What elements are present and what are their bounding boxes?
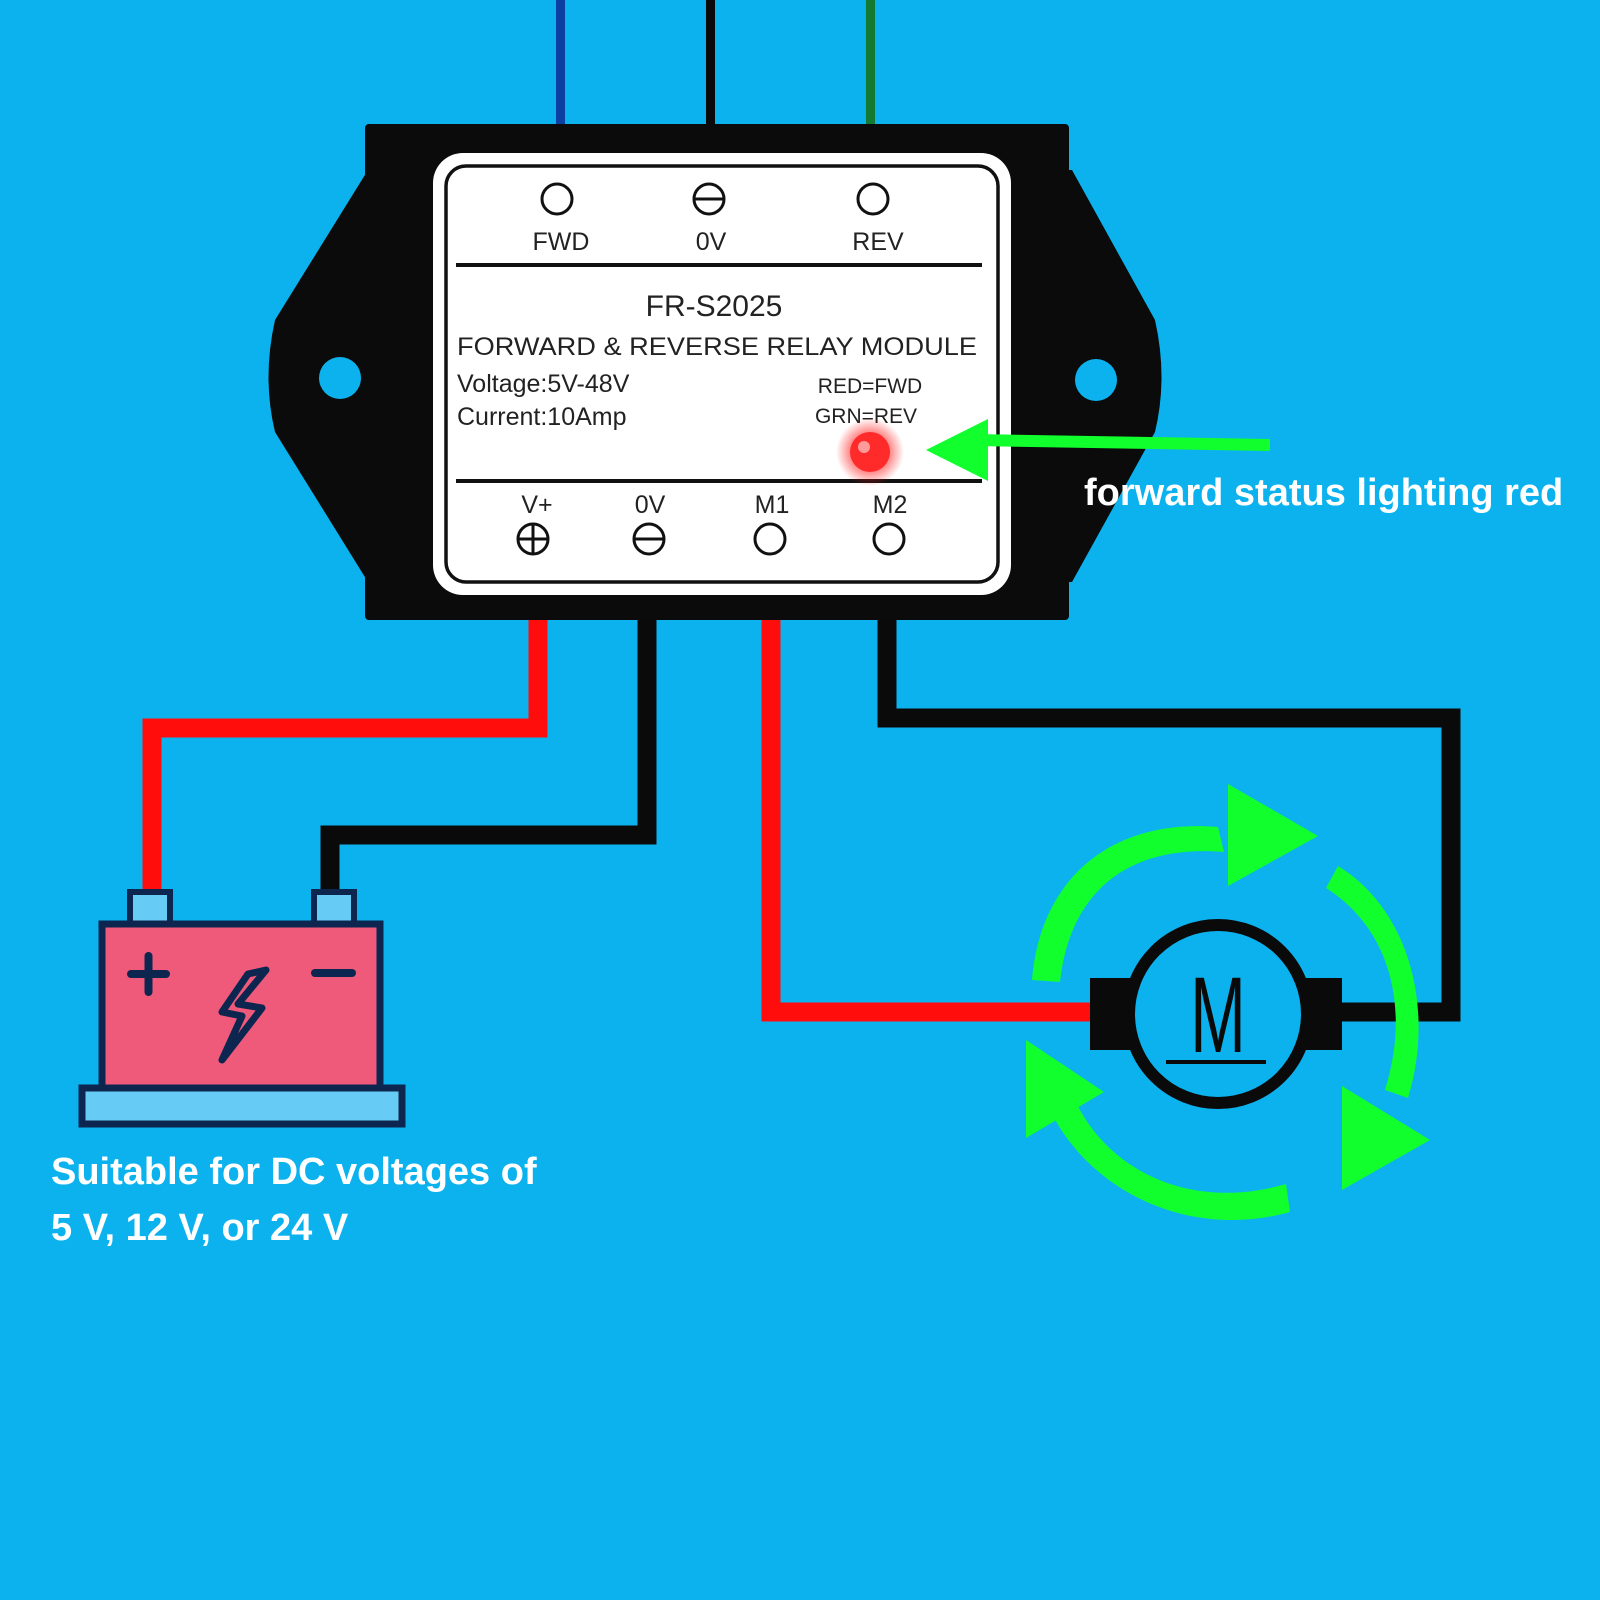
mounting-hole-right <box>1075 359 1117 401</box>
battery-caption-line-2: 5 V, 12 V, or 24 V <box>51 1207 349 1249</box>
rotation-arrow-bottom <box>1026 1040 1290 1221</box>
motor-m1-wire <box>761 615 1095 1022</box>
fwd-wire <box>556 0 565 135</box>
rev-wire <box>866 0 875 135</box>
plus-icon <box>127 952 170 996</box>
forward-status-annotation: forward status lighting red <box>1084 472 1564 514</box>
battery-terminal-negative <box>311 889 357 927</box>
module-title: FORWARD & REVERSE RELAY MODULE <box>457 333 977 361</box>
battery-terminal-positive <box>127 889 173 927</box>
module-voltage: Voltage:5V-48V <box>457 370 630 398</box>
m1-terminal <box>753 522 787 556</box>
battery-base <box>78 1084 406 1128</box>
terminal-label-m1: M1 <box>755 491 790 519</box>
mounting-hole-left <box>319 357 361 399</box>
terminal-label-0v-bottom: 0V <box>635 491 666 519</box>
battery-caption-line-1: Suitable for DC voltages of <box>51 1151 537 1193</box>
vplus-terminal <box>516 522 550 556</box>
motor-body <box>1123 919 1313 1109</box>
status-led <box>836 418 904 486</box>
battery-icon <box>78 889 406 1128</box>
battery-negative-wire <box>320 615 657 900</box>
led-legend-red: RED=FWD <box>818 375 922 398</box>
ground-wire-top <box>706 0 715 135</box>
lightning-bolt-icon <box>218 966 270 1064</box>
ground-terminal-top <box>692 182 726 216</box>
ground-terminal-bottom <box>632 522 666 556</box>
module-model: FR-S2025 <box>646 290 783 323</box>
rotation-arrow-right <box>1326 866 1430 1190</box>
motor: M <box>1026 784 1430 1221</box>
fwd-terminal <box>540 182 574 216</box>
module-current: Current:10Amp <box>457 403 627 431</box>
rev-terminal <box>856 182 890 216</box>
annotation-arrow <box>926 419 1270 481</box>
terminal-label-vplus: V+ <box>521 491 552 519</box>
battery-positive-wire <box>142 615 548 900</box>
rotation-arrow-top <box>1032 784 1318 982</box>
rotation-arrows <box>1026 784 1430 1221</box>
terminal-label-rev: REV <box>852 228 904 256</box>
led-legend-green: GRN=REV <box>815 405 917 428</box>
relay-module: FWD 0V REV FR-S2025 FORWARD & REVERSE RE… <box>268 124 1162 620</box>
input-wires <box>556 0 875 135</box>
battery-caption: Suitable for DC voltages of 5 V, 12 V, o… <box>51 1144 537 1256</box>
motor-label: M <box>1190 956 1246 1076</box>
m2-terminal <box>872 522 906 556</box>
terminal-label-fwd: FWD <box>533 228 590 256</box>
terminal-label-m2: M2 <box>873 491 908 519</box>
terminal-label-0v-top: 0V <box>696 228 727 256</box>
